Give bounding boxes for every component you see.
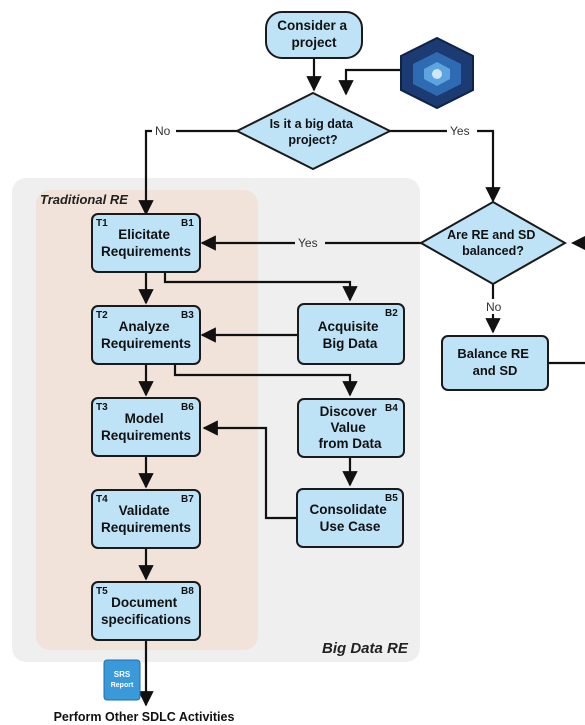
node-validate: T4 B7 Validate Requirements	[91, 489, 201, 549]
node-document: T5 B8 Document specifications	[91, 581, 201, 641]
node-validate-tag-left: T4	[96, 494, 108, 505]
hexagon-emblem-icon	[400, 36, 474, 110]
node-document-tag-left: T5	[96, 586, 108, 597]
edge-balanced-incoming-arrowhead	[571, 236, 585, 250]
node-model-tag-right: B6	[181, 402, 194, 413]
node-discover: B4 Discover Value from Data	[297, 398, 405, 458]
node-acquisite-tag-right: B2	[385, 308, 398, 319]
node-consider-project	[265, 11, 363, 59]
label-no-balanced: No	[486, 300, 502, 314]
node-model-tag-left: T3	[96, 402, 108, 413]
node-acquisite-label: Acquisite Big Data	[318, 319, 383, 351]
edges	[138, 58, 585, 707]
label-no-left: No	[155, 124, 171, 138]
node-analyze-tag-left: T2	[96, 310, 108, 321]
decision-big-data	[234, 91, 393, 171]
node-analyze-tag-right: B3	[181, 310, 194, 321]
node-document-label: Document specifications	[101, 595, 191, 627]
edge-consolidate-to-model	[202, 420, 297, 520]
big-data-re-label: Big Data RE	[322, 640, 409, 657]
node-balance	[441, 335, 549, 391]
edge-analyze-to-discover	[173, 364, 358, 397]
node-consider-project-label: Consider a project	[277, 18, 351, 50]
decision-balanced-label: Are RE and SD balanced?	[447, 228, 539, 258]
node-acquisite: B2 Acquisite Big Data	[297, 303, 405, 365]
node-elicitate-tag-left: T1	[96, 218, 108, 229]
node-document-tag-right: B8	[181, 586, 194, 597]
node-consolidate-label: Consolidate Use Case	[309, 502, 390, 534]
node-balance-label: Balance RE and SD	[457, 346, 532, 378]
svg-text:SRS: SRS	[114, 670, 131, 679]
node-validate-label: Validate Requirements	[101, 503, 191, 535]
node-discover-tag-right: B4	[385, 403, 398, 414]
node-elicitate-label: Elicitate Requirements	[101, 227, 191, 259]
edge-hexagon-to-decision	[338, 68, 403, 96]
node-analyze: T2 B3 Analyze Requirements	[91, 305, 201, 365]
edge-elicitate-to-acquisite	[163, 272, 358, 302]
footer-label: Perform Other SDLC Activities	[54, 710, 235, 724]
node-model-label: Model Requirements	[101, 411, 191, 443]
node-consolidate: B5 Consolidate Use Case	[296, 488, 404, 548]
node-elicitate: T1 B1 Elicitate Requirements	[91, 213, 201, 273]
node-elicitate-tag-right: B1	[181, 218, 194, 229]
node-analyze-label: Analyze Requirements	[101, 319, 191, 351]
srs-report-icon: SRS Report	[103, 659, 141, 701]
traditional-re-label: Traditional RE	[40, 192, 128, 207]
svg-text:Report: Report	[111, 682, 134, 689]
edge-decision-no	[138, 129, 238, 216]
edge-decision-yes	[388, 129, 501, 203]
node-validate-tag-right: B7	[181, 494, 194, 505]
decision-balanced	[418, 200, 568, 286]
decision-big-data-label: Is it a big data project?	[270, 117, 357, 147]
node-consolidate-tag-right: B5	[385, 493, 398, 504]
label-yes-balanced: Yes	[298, 236, 318, 250]
node-discover-label: Discover Value from Data	[318, 404, 382, 451]
node-model: T3 B6 Model Requirements	[91, 397, 201, 457]
label-yes-right: Yes	[450, 124, 470, 138]
